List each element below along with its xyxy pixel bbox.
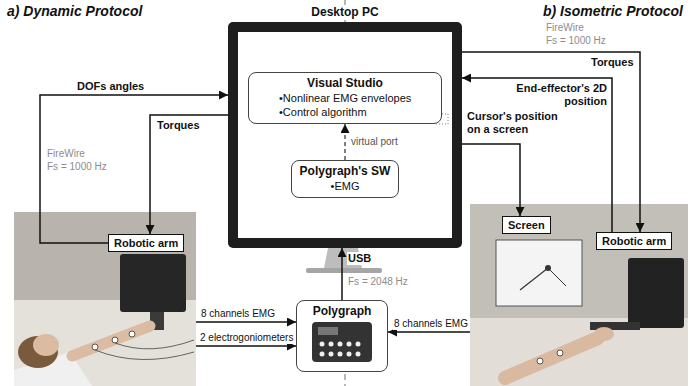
edge-label: USB <box>347 252 372 265</box>
signal-arrow <box>388 331 470 333</box>
connector <box>462 78 612 232</box>
node-text: Polygraph <box>297 304 387 319</box>
computer-monitor: Desktop PCVisual Studio•Nonlinear EMG en… <box>228 22 462 248</box>
edge-label: Cursor's position on a screen <box>466 110 566 136</box>
edge-label: DOFs angles <box>76 80 145 93</box>
dynamic-photo <box>14 212 196 386</box>
subject-arm <box>72 326 150 356</box>
sampling-rate: Fs = 2048 Hz <box>347 276 409 288</box>
monitor-screen <box>238 32 452 238</box>
node-text: Polygraph's SW <box>300 164 391 179</box>
node-text: Robotic arm <box>602 234 666 248</box>
node-text: •EMG <box>300 179 391 193</box>
signal-arrow <box>196 321 296 323</box>
node-text: Visual Studio <box>257 76 433 91</box>
device-port <box>356 352 361 357</box>
electrode <box>557 350 563 356</box>
signal-label: 2 electrogoniometers <box>199 332 294 344</box>
node-text: Desktop PC <box>307 5 382 20</box>
device-tag: Screen <box>502 216 551 234</box>
edge-label: Torques <box>590 56 635 69</box>
cursor-path <box>520 268 548 290</box>
electrode-cable <box>115 340 194 349</box>
robot-body <box>628 258 684 328</box>
sampling-rate: Fs = 1000 Hz <box>545 35 607 47</box>
device-port <box>329 342 334 347</box>
panel-title: b) Isometric Protocol <box>541 3 685 20</box>
edge-label: End-effector's 2D position <box>514 82 608 108</box>
device-body <box>312 322 372 362</box>
subject-hand <box>594 327 614 341</box>
acquisition-device: Polygraph <box>296 300 388 372</box>
device-display <box>318 327 338 335</box>
connector <box>462 144 520 216</box>
device-port <box>347 352 352 357</box>
panel-title: a) Dynamic Protocol <box>5 3 144 20</box>
connector <box>341 248 343 300</box>
electrode-cable <box>95 350 194 360</box>
device-port <box>338 342 343 347</box>
photo-table <box>14 300 196 386</box>
robot-body <box>120 254 186 312</box>
photo-wall <box>14 212 196 386</box>
device-port <box>347 342 352 347</box>
subject-arm <box>505 338 598 378</box>
bus-label: FireWire <box>46 148 86 160</box>
panel-divider <box>344 374 345 386</box>
device-port <box>320 352 325 357</box>
subject-face <box>33 334 59 356</box>
isometric-photo <box>470 204 688 386</box>
device-tag: Robotic arm <box>108 234 184 252</box>
signal-arrow <box>196 345 296 347</box>
bus-label: FireWire <box>545 22 585 34</box>
target-line <box>548 268 566 286</box>
connector <box>462 52 640 232</box>
software-box: Visual Studio•Nonlinear EMG envelopes•Co… <box>248 72 442 124</box>
edge-label: Torques <box>156 119 201 132</box>
connector <box>150 115 228 234</box>
connector <box>344 124 346 160</box>
electrode <box>92 344 98 350</box>
device-port <box>338 352 343 357</box>
node-text: Robotic arm <box>114 236 178 250</box>
node-text: •Nonlinear EMG envelopes <box>257 91 433 105</box>
signal-label: 8 channels EMG <box>393 318 469 330</box>
signal-label: 8 channels EMG <box>200 308 276 320</box>
photo-table <box>470 318 688 386</box>
screen-display <box>496 240 582 306</box>
device-port <box>356 342 361 347</box>
device-tag: Robotic arm <box>596 232 672 250</box>
electrode <box>537 358 543 364</box>
device-port <box>320 342 325 347</box>
electrode <box>129 331 135 337</box>
sampling-rate: Fs = 1000 Hz <box>46 161 108 173</box>
polygraph-device <box>312 322 372 362</box>
edge-label: virtual port <box>350 136 399 148</box>
node-text: •Control algorithm <box>257 105 433 119</box>
electrode <box>112 337 118 343</box>
photo-wall <box>470 204 688 386</box>
node-text: Screen <box>508 218 545 232</box>
device-port <box>329 352 334 357</box>
software-box: Polygraph's SW•EMG <box>291 160 400 198</box>
monitor-base <box>306 268 382 273</box>
connector <box>40 95 228 243</box>
